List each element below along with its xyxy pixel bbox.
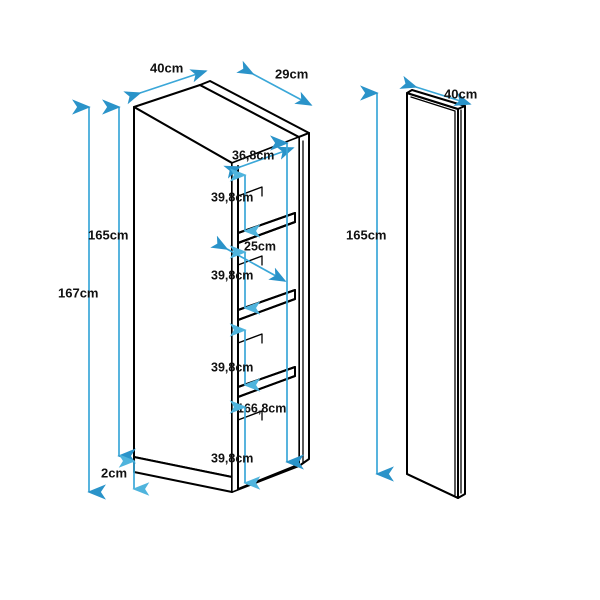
cabinet-carcass-drawing: [133, 80, 310, 493]
cabinet-left-side-panel: [133, 106, 233, 478]
dimension-door-height: 165cm: [346, 85, 394, 482]
dimension-plinth-height: 2cm: [101, 454, 150, 496]
dimension-compartment-4-label: 39,8cm: [211, 451, 253, 465]
dimension-door-height-label: 165cm: [346, 227, 386, 242]
dimension-compartment-4: 39,8cm: [211, 400, 261, 490]
dimension-total-height: 167cm: [58, 99, 106, 500]
dimension-compartment-3: 39,8cm: [211, 323, 261, 392]
dimension-compartment-1-label: 39,8cm: [211, 190, 253, 204]
dimension-top-depth-label: 29cm: [275, 66, 308, 81]
cabinet-right-side-edge: [298, 132, 310, 467]
dimension-door-width: 40cm: [399, 75, 477, 106]
dimension-top-depth: 29cm: [236, 60, 313, 106]
dimension-compartment-2: 39,8cm: [211, 245, 261, 315]
dimension-door-width-label: 40cm: [444, 86, 477, 101]
dimension-top-width: 40cm: [123, 60, 208, 105]
dimension-compartment-1: 39,8cm: [211, 168, 261, 238]
dimension-plinth-height-label: 2cm: [101, 465, 127, 480]
door-panel-drawing: [406, 89, 466, 499]
dimension-top-width-label: 40cm: [150, 60, 183, 75]
dimension-compartment-2-label: 39,8cm: [211, 268, 253, 282]
dimension-body-height-label: 165cm: [88, 227, 128, 242]
dimension-body-height: 165cm: [88, 99, 136, 464]
dimension-inner-depth-label: 25cm: [244, 239, 276, 253]
dimension-compartment-3-label: 39,8cm: [211, 360, 253, 374]
dimension-inner-width-label: 36,8cm: [232, 148, 274, 162]
dimension-total-height-label: 167cm: [58, 285, 98, 300]
